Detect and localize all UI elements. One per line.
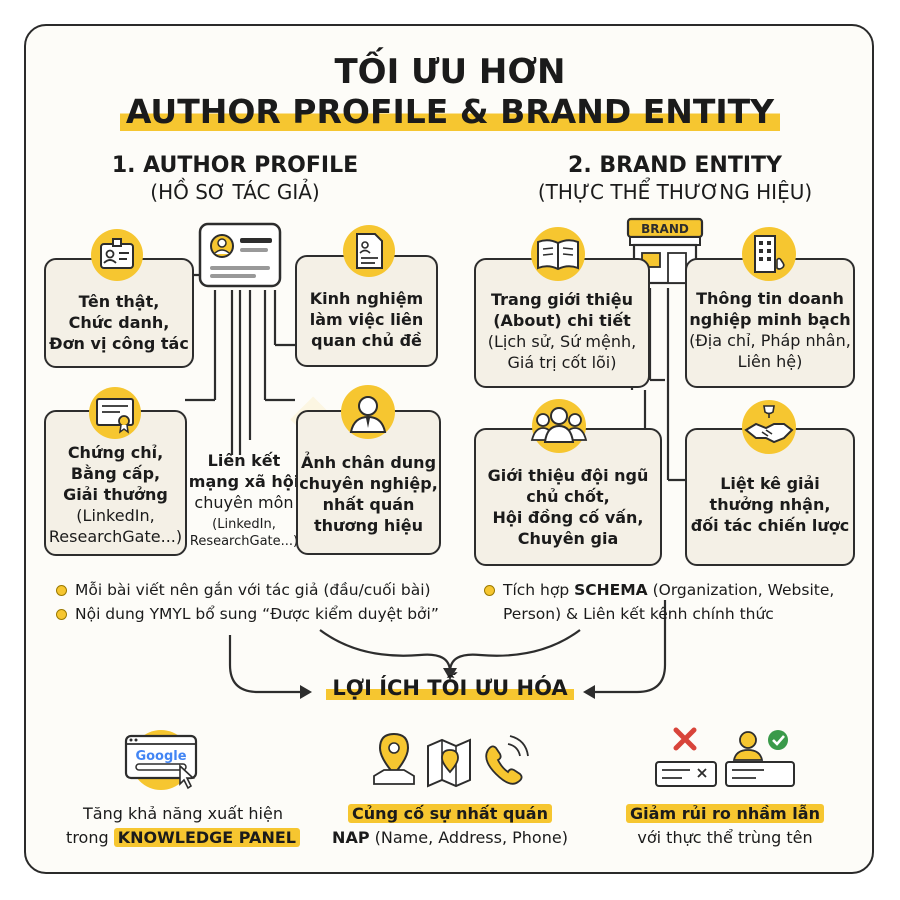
brand-bullet: Tích hợp SCHEMA (Organization, Website,P… [484, 578, 864, 626]
social-links-text: Liên kết mạng xã hội chuyên môn (LinkedI… [188, 451, 300, 549]
svg-text:BRAND: BRAND [641, 222, 689, 236]
svg-text:Google: Google [135, 749, 186, 764]
google-browser-icon: Google [118, 726, 204, 790]
building-phone-icon [741, 226, 797, 282]
title-line-2: AUTHOR PROFILE & BRAND ENTITY [0, 92, 900, 131]
author-heading: 1. AUTHOR PROFILE (HỒ SƠ TÁC GIẢ) [111, 153, 359, 204]
brand-heading: 2. BRAND ENTITY (THỰC THỂ THƯƠNG HIỆU) [537, 153, 813, 204]
certificate-icon [88, 386, 142, 440]
id-badge-icon [90, 228, 144, 282]
document-icon [342, 224, 396, 278]
location-map-phone-icons [370, 730, 530, 788]
open-book-icon [530, 226, 586, 282]
team-icon [527, 398, 591, 454]
author-bullet: Mỗi bài viết nên gắn với tác giả (đầu/cu… [56, 578, 456, 602]
benefit-nap-consistency: Củng cố sự nhất quán NAP (Name, Address,… [332, 804, 568, 847]
benefit-reduce-confusion: Giảm rủi ro nhầm lẫn với thực thể trùng … [600, 802, 850, 850]
author-bullets: Mỗi bài viết nên gắn với tác giả (đầu/cu… [56, 578, 456, 626]
benefits-title: LỢI ÍCH TỐI ƯU HÓA [300, 676, 600, 700]
title-line-1: TỐI ƯU HƠN [334, 52, 566, 92]
card-about-page: Trang giới thiệu(About) chi tiết (Lịch s… [474, 258, 650, 388]
person-icon [340, 384, 396, 440]
author-bullet: Nội dung YMYL bổ sung “Được kiểm duyệt b… [56, 602, 456, 626]
handshake-trophy-icon [740, 398, 798, 456]
profile-card-icon [198, 222, 282, 288]
benefit-knowledge-panel: Tăng khả năng xuất hiện trong KNOWLEDGE … [48, 802, 318, 850]
identity-check-icons [652, 722, 802, 792]
